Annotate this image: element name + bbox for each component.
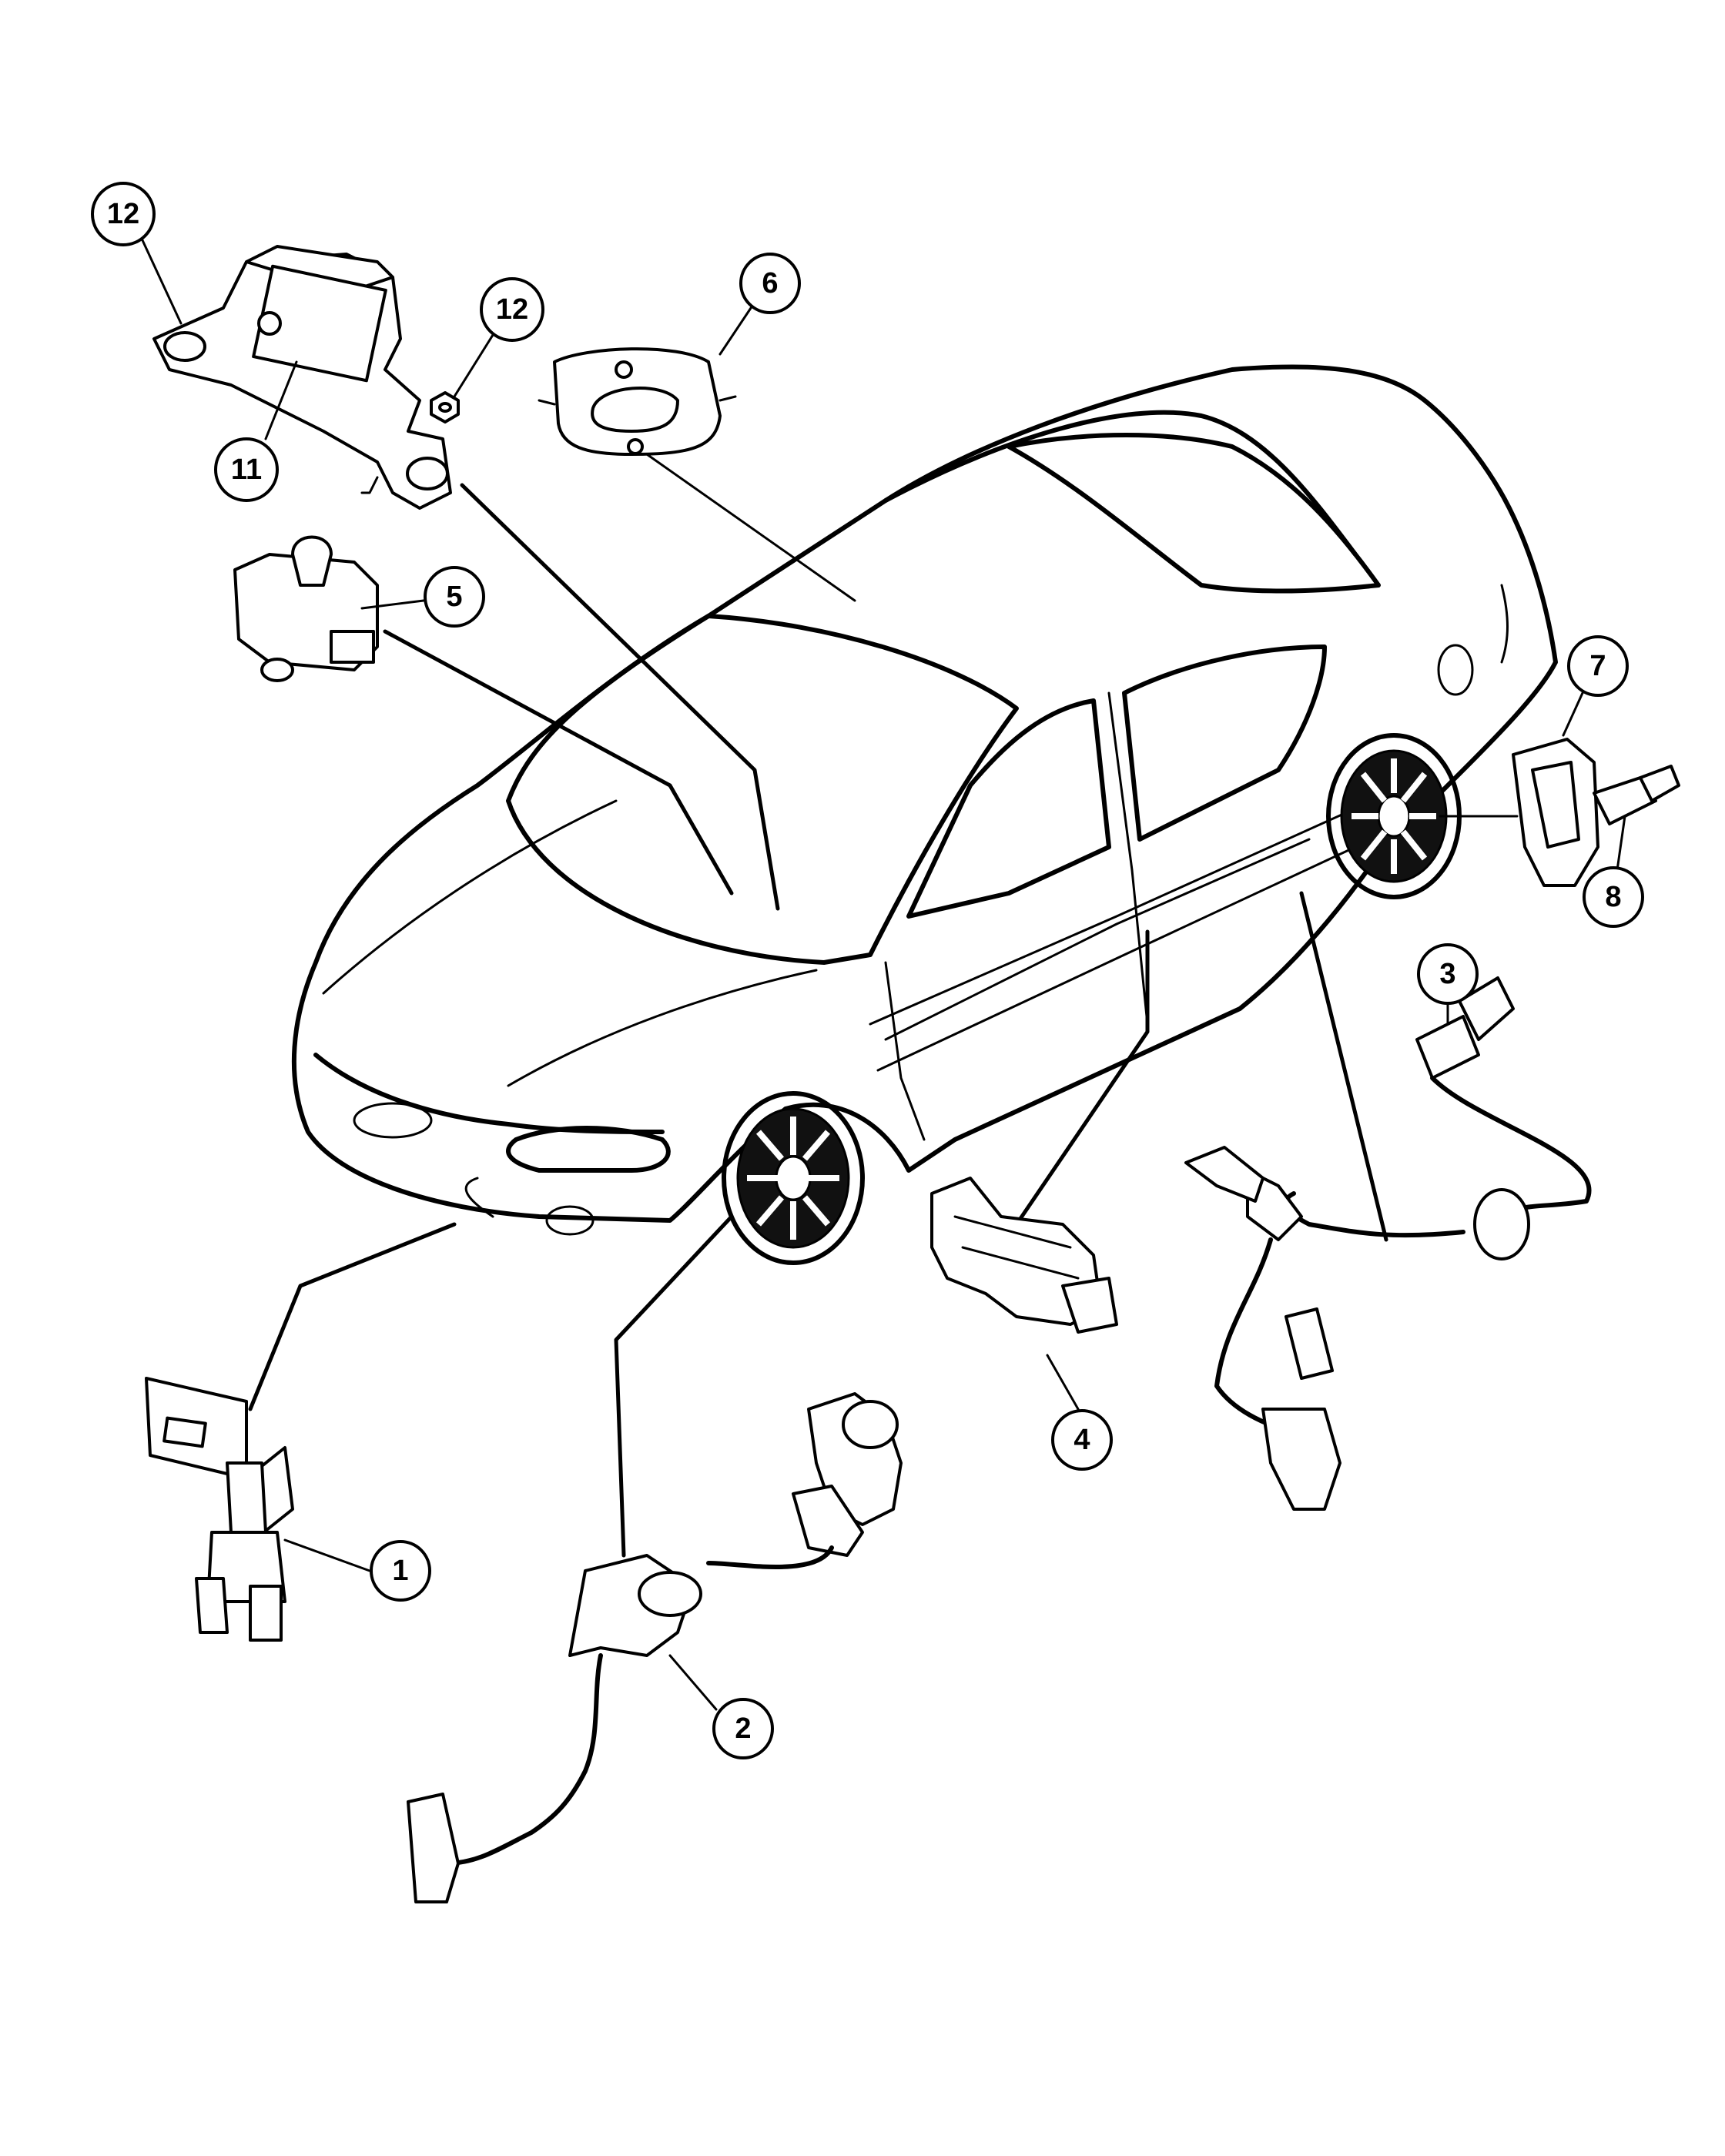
callout-6: 6: [718, 253, 801, 356]
callout-1: 1: [283, 1538, 431, 1602]
front-wheel: [722, 1091, 865, 1265]
front-wheel-speed-sensor-icon: [407, 1392, 903, 1903]
valve-stem-icon: [1593, 765, 1680, 825]
control-module-bracket-icon: [152, 245, 452, 510]
overhead-module-icon: [538, 347, 737, 456]
tire-pressure-sensor-icon: [1512, 738, 1599, 887]
callout-label: 4: [1074, 1424, 1090, 1456]
car-illustration: [291, 364, 1558, 1265]
callout-label: 8: [1605, 881, 1621, 913]
callout-7: 7: [1562, 635, 1629, 737]
callout-8: 8: [1583, 815, 1644, 928]
rear-wheel-speed-sensor-icon: [1184, 976, 1592, 1511]
callout-label: 6: [762, 267, 778, 300]
callout-12-left: 12: [91, 182, 183, 325]
callout-label: 11: [231, 454, 262, 486]
leader-lines: [248, 453, 1519, 1558]
nut-icon: [430, 391, 460, 424]
side-impact-sensor-icon: [930, 1177, 1118, 1334]
callout-3: 3: [1417, 943, 1479, 1026]
callout-2: 2: [668, 1654, 774, 1759]
callout-label: 12: [107, 198, 139, 230]
yaw-rate-sensor-icon: [233, 535, 379, 682]
callout-label: 12: [496, 293, 528, 326]
callout-11: 11: [214, 360, 298, 502]
callout-label: 2: [735, 1712, 751, 1745]
callout-12-right: 12: [453, 277, 544, 398]
callout-label: 7: [1589, 650, 1606, 682]
callout-label: 5: [446, 581, 462, 613]
callout-label: 3: [1439, 958, 1455, 990]
impact-sensor-bracket-icon: [145, 1377, 294, 1642]
rear-wheel: [1326, 733, 1462, 899]
callout-5: 5: [360, 566, 485, 628]
callout-4: 4: [1046, 1354, 1113, 1471]
callout-label: 1: [392, 1555, 408, 1587]
